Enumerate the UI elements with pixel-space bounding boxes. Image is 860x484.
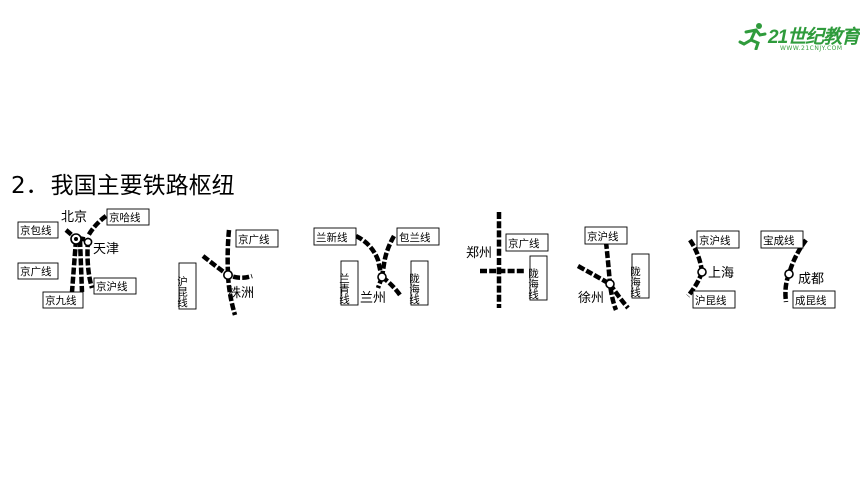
rail-baocheng <box>786 238 808 275</box>
label-box <box>692 290 736 309</box>
label-jinghu: 京沪线 <box>699 234 731 247</box>
rail-jingjiu <box>77 239 85 293</box>
label-box <box>792 290 836 309</box>
rail-longhai <box>576 264 630 310</box>
label-box <box>17 221 59 239</box>
label-longhai: 陇海线 <box>629 265 641 297</box>
label-jingbao: 京包线 <box>20 224 52 237</box>
label-box <box>584 226 628 245</box>
label-box <box>340 260 359 306</box>
label-box <box>42 291 84 309</box>
hub-zhuzhou: 株洲 京广线 沪昆线 <box>176 229 279 316</box>
hub-chengdu: 成都 宝成线 成昆线 <box>760 230 836 309</box>
node-beijing-center <box>74 237 78 241</box>
label-chengkun: 成昆线 <box>795 294 827 307</box>
city-xuzhou: 徐州 <box>578 291 604 306</box>
rail-lanxin <box>354 233 385 278</box>
node-chengdu <box>784 269 794 279</box>
brand-url: WWW.21CNJY.COM <box>780 45 843 52</box>
label-jinghu: 京沪线 <box>587 230 619 243</box>
rail-jingguang <box>225 229 238 316</box>
city-tianjin: 天津 <box>93 242 119 257</box>
label-box <box>396 227 440 246</box>
rail-jingguang <box>69 239 79 293</box>
railway-hubs-diagram: 北京 天津 京包线 京哈线 京广线 京沪线 京九线 株洲 京广线 沪昆线 兰州 … <box>17 208 836 316</box>
brand-logo: 21世纪教育 WWW.21CNJY.COM <box>738 20 860 52</box>
label-box <box>17 262 59 280</box>
city-beijing: 北京 <box>61 210 87 225</box>
city-shanghai: 上海 <box>708 266 734 281</box>
label-hukun: 沪昆线 <box>695 294 727 307</box>
label-lanqing: 兰青线 <box>338 272 350 304</box>
hub-shanghai: 上海 京沪线 沪昆线 <box>686 230 740 309</box>
label-hukun: 沪昆线 <box>176 275 188 307</box>
hub-zhengzhou: 郑州 京广线 陇海线 <box>466 212 549 308</box>
node-tianjin <box>83 237 93 247</box>
label-longhai: 陇海线 <box>527 267 539 299</box>
node-shanghai <box>697 267 707 277</box>
label-longhai: 陇海线 <box>408 272 420 304</box>
label-box <box>410 260 429 306</box>
city-chengdu: 成都 <box>798 272 824 287</box>
hub-xuzhou: 徐州 京沪线 陇海线 <box>576 226 650 311</box>
section-heading: 2．我国主要铁路枢纽 <box>11 166 235 200</box>
rail-jinghu <box>85 239 95 289</box>
label-baolan: 包兰线 <box>399 231 431 244</box>
city-zhengzhou: 郑州 <box>466 246 492 261</box>
label-box <box>178 262 197 310</box>
rail-jingha <box>86 214 108 238</box>
label-jingjiu: 京九线 <box>45 294 77 307</box>
label-jingha: 京哈线 <box>109 211 141 224</box>
node-lanzhou <box>377 272 387 282</box>
label-box <box>505 233 549 252</box>
label-box <box>93 277 137 295</box>
runner-logo-icon <box>738 23 767 50</box>
label-box <box>106 208 150 226</box>
heading-number: 2． <box>11 173 49 199</box>
label-baocheng: 宝成线 <box>763 234 795 247</box>
node-xuzhou <box>605 279 615 289</box>
label-jinghu: 京沪线 <box>96 280 128 293</box>
label-box <box>313 227 357 246</box>
node-zhuzhou <box>223 270 234 281</box>
rail-baolan <box>379 234 396 278</box>
label-box <box>631 253 650 299</box>
heading-title: 我国主要铁路枢纽 <box>50 173 235 199</box>
label-box <box>529 255 548 301</box>
label-jingguang: 京广线 <box>238 233 270 246</box>
label-box <box>760 230 804 249</box>
city-lanzhou: 兰州 <box>360 291 386 306</box>
label-box <box>696 230 740 249</box>
label-jingguang: 京广线 <box>508 237 540 250</box>
city-zhuzhou: 株洲 <box>228 286 254 301</box>
rail-jinghu <box>603 241 619 311</box>
label-jingguang: 京广线 <box>20 265 52 278</box>
hub-beijing: 北京 天津 京包线 京哈线 京广线 京沪线 京九线 <box>17 208 150 309</box>
label-box <box>235 229 279 248</box>
hub-lanzhou: 兰州 兰新线 包兰线 兰青线 陇海线 <box>313 227 440 306</box>
brand-name: 21世纪教育 <box>768 27 860 48</box>
label-lanxin: 兰新线 <box>316 231 348 244</box>
